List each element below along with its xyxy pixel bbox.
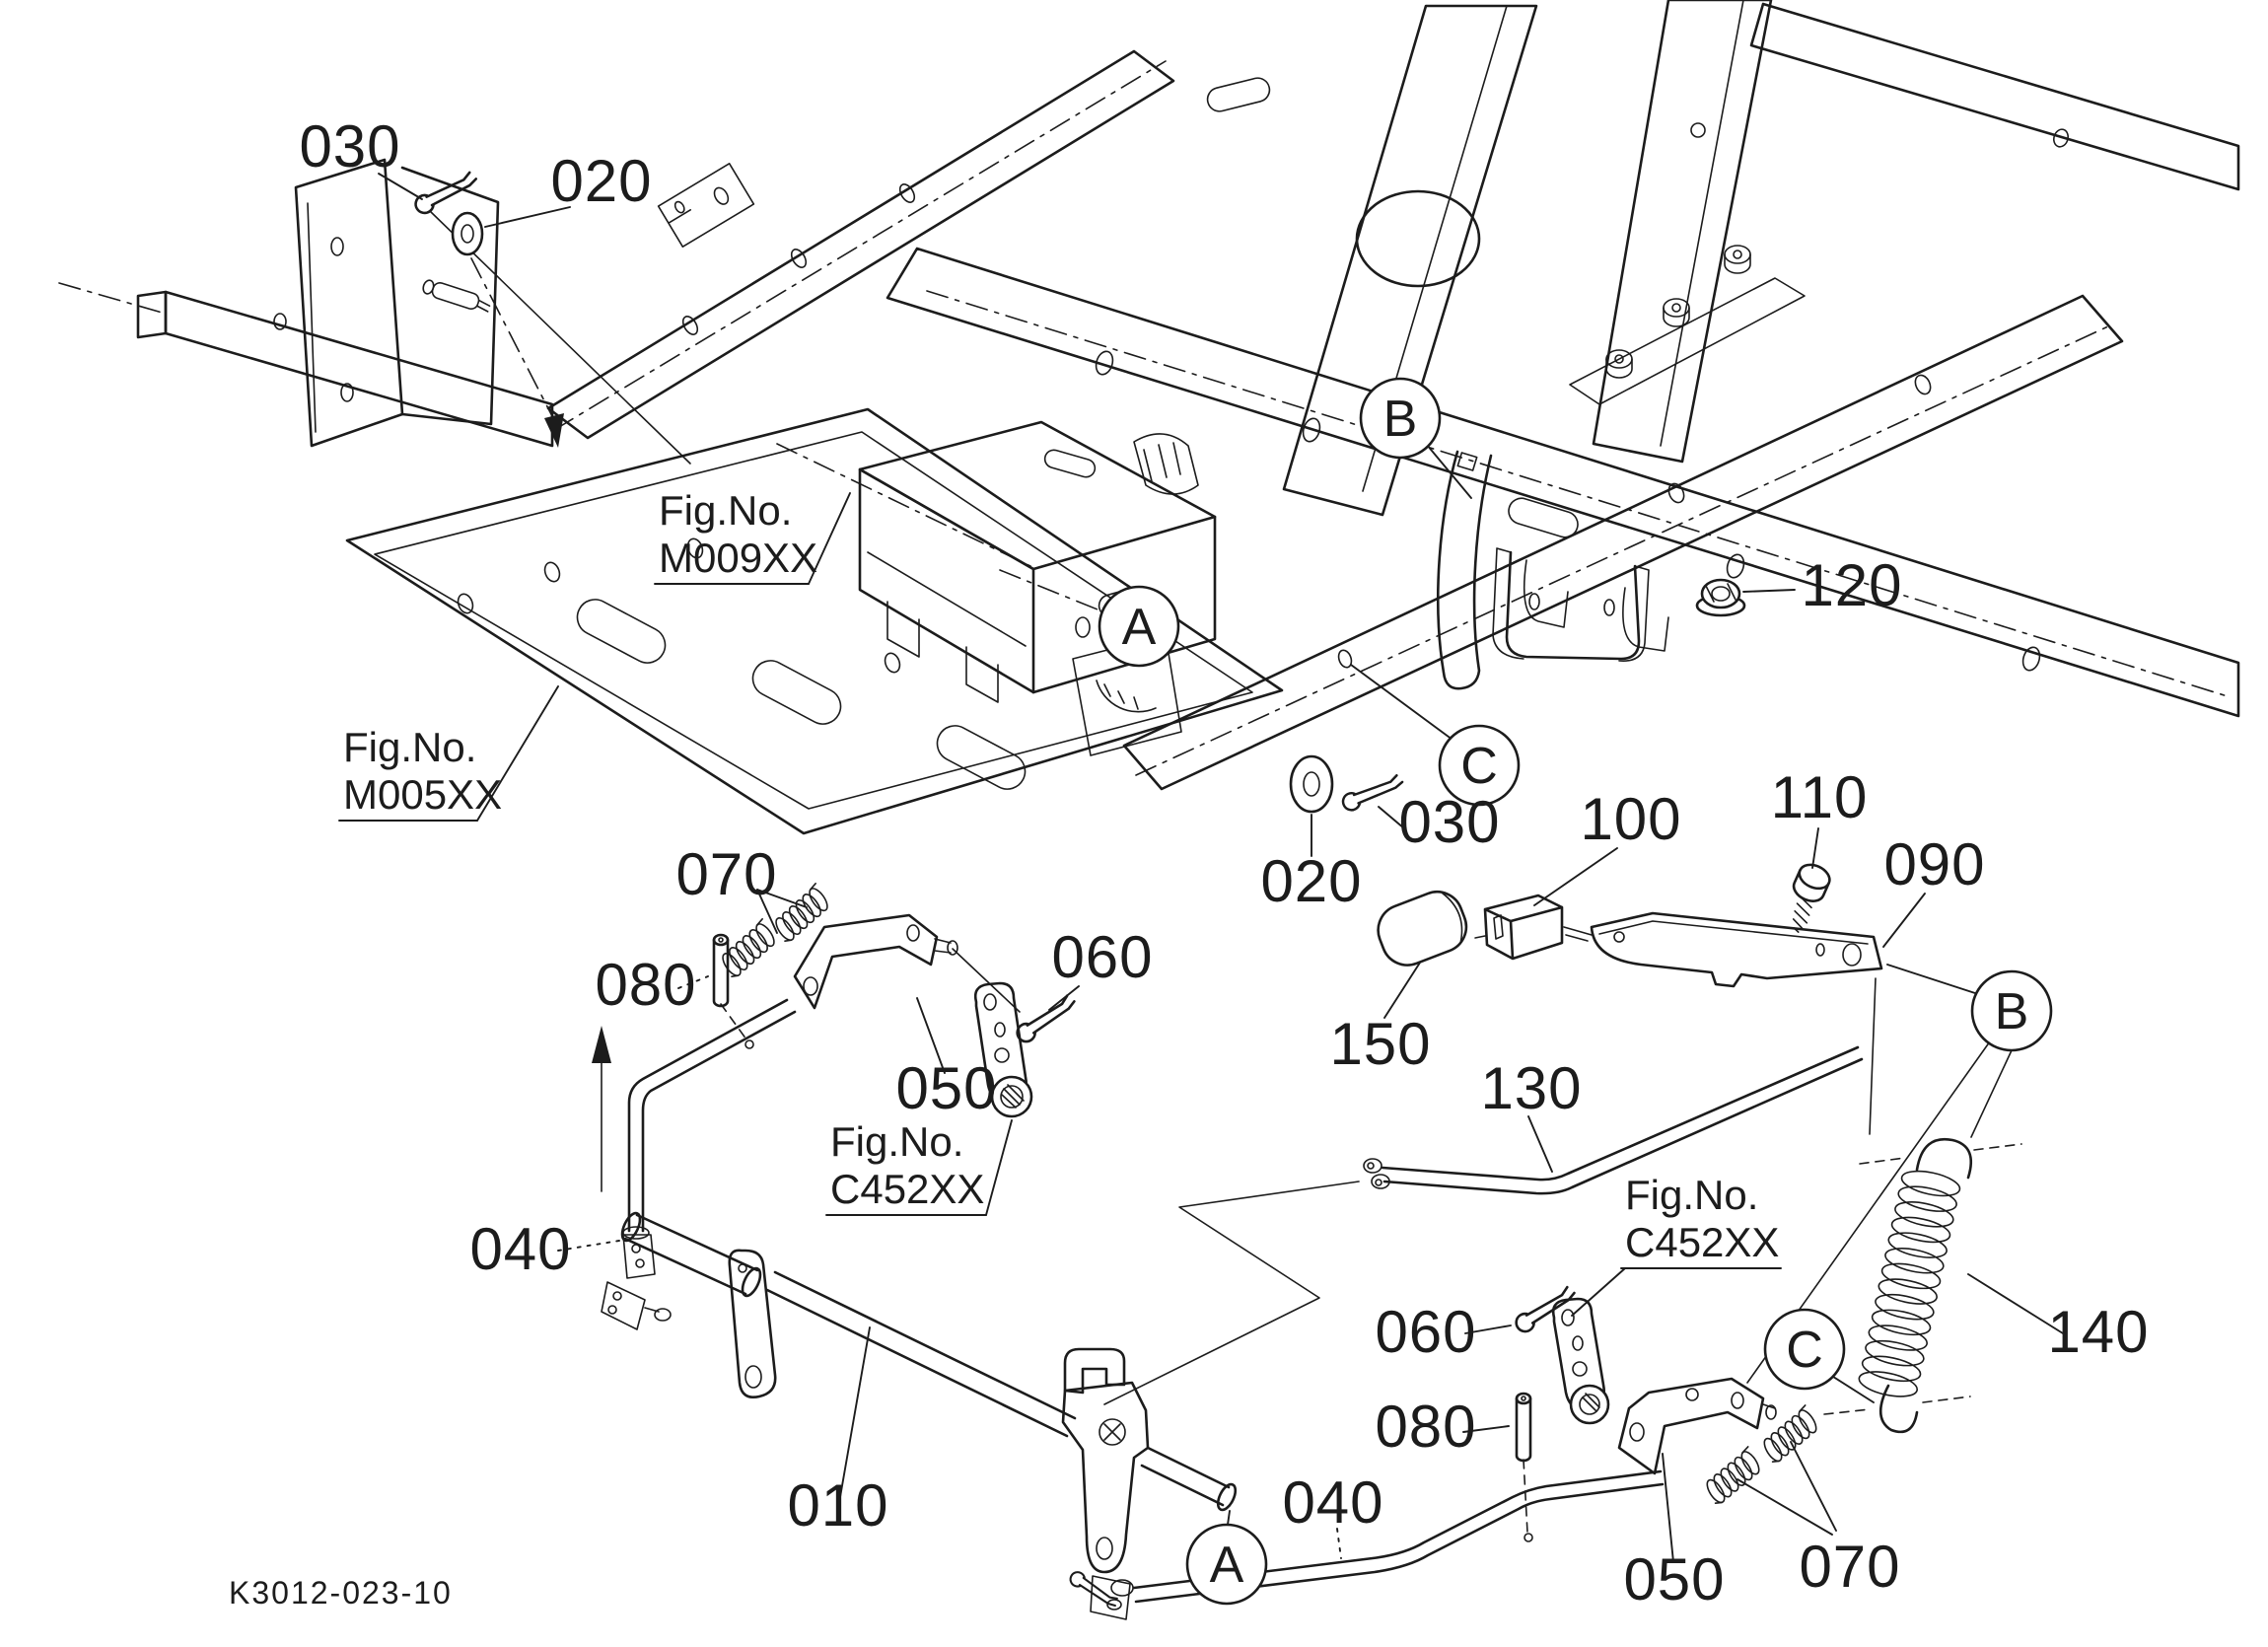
pedal-crank-bracket <box>1061 1347 1238 1609</box>
callout-150[interactable]: 150 <box>1329 1011 1431 1077</box>
fig-ref-m009[interactable]: Fig.No. M009XX <box>659 487 817 581</box>
hinge-plate <box>657 162 755 249</box>
section-letter: B <box>1383 391 1418 448</box>
pedal-shaft-010 <box>601 1211 1238 1609</box>
callout-080-right[interactable]: 080 <box>1375 1394 1476 1460</box>
fig-ref-prefix: Fig.No. <box>659 487 792 534</box>
callout-040-bottom[interactable]: 040 <box>1282 1469 1383 1536</box>
callout-140[interactable]: 140 <box>2047 1299 2149 1365</box>
callout-100[interactable]: 100 <box>1580 786 1681 852</box>
callout-labels: 030 020 120 020 030 100 110 090 150 130 … <box>299 113 2149 1612</box>
connector-lines <box>1103 1181 1360 1405</box>
callout-060-left[interactable]: 060 <box>1051 924 1153 990</box>
fig-ref-number: M005XX <box>343 771 502 818</box>
latch-clip <box>422 279 491 313</box>
clevis-c452-left <box>973 981 1033 1118</box>
callout-070-bottom[interactable]: 070 <box>1799 1534 1900 1600</box>
fig-ref-number: C452XX <box>1625 1219 1779 1265</box>
fig-ref-prefix: Fig.No. <box>830 1118 963 1165</box>
callout-020-mid[interactable]: 020 <box>1260 848 1362 914</box>
callout-080-left[interactable]: 080 <box>595 952 696 1018</box>
up-arrow <box>592 1026 611 1063</box>
callout-090[interactable]: 090 <box>1883 831 1985 897</box>
cotter-pin-060-right <box>1511 1279 1577 1336</box>
callout-030-mid[interactable]: 030 <box>1398 789 1500 855</box>
section-marker-b-top[interactable]: B <box>1359 377 1442 460</box>
flange-nut-120 <box>1695 578 1746 617</box>
clevis-c452-right <box>1551 1297 1610 1425</box>
callout-110[interactable]: 110 <box>1771 764 1869 830</box>
fig-ref-number: M009XX <box>659 535 817 581</box>
fig-ref-m005[interactable]: Fig.No. M005XX <box>343 724 502 818</box>
brake-lever-assembly <box>1377 863 1883 988</box>
support-box-m009 <box>858 420 1217 703</box>
section-letter: C <box>1786 1322 1823 1379</box>
bracket-050-right <box>1617 1377 1777 1475</box>
callout-040-left[interactable]: 040 <box>469 1216 571 1282</box>
section-letter: C <box>1460 738 1498 795</box>
fig-ref-prefix: Fig.No. <box>343 724 476 770</box>
flange-bolts <box>1605 245 1751 379</box>
spring-070-left-a <box>713 917 782 980</box>
section-marker-a-mid[interactable]: A <box>1098 585 1180 668</box>
section-marker-b-right[interactable]: B <box>1970 969 2053 1052</box>
washer-020-top <box>451 211 484 256</box>
callout-030-topleft[interactable]: 030 <box>299 113 400 179</box>
pin-080-right <box>1515 1392 1532 1463</box>
right-linkage-cluster <box>1462 1279 1837 1563</box>
bolt-110 <box>1792 863 1831 933</box>
section-markers: B A C B C A <box>1098 377 2053 1606</box>
down-arrow <box>544 413 564 448</box>
hardware-mid <box>1289 649 1453 857</box>
tension-spring-140 <box>1823 1137 2022 1434</box>
rod-040-bottom <box>1090 1469 1665 1620</box>
section-letter: A <box>1122 599 1157 656</box>
fig-ref-number: C452XX <box>830 1166 984 1212</box>
callout-070-left[interactable]: 070 <box>675 841 777 907</box>
callout-060-right[interactable]: 060 <box>1375 1299 1476 1365</box>
rod-040-left <box>622 998 797 1279</box>
section-letter: B <box>1995 983 2029 1040</box>
callout-120[interactable]: 120 <box>1801 552 1902 618</box>
hardware-top-left <box>378 164 691 465</box>
cotter-pin-pedal <box>1067 1568 1122 1609</box>
pin-080-left <box>712 933 730 1008</box>
washer-020-mid <box>1289 754 1334 814</box>
cotter-pin-060-left <box>1012 987 1077 1047</box>
callout-050-bottom[interactable]: 050 <box>1623 1546 1725 1612</box>
callout-010[interactable]: 010 <box>787 1472 888 1539</box>
callout-050-left[interactable]: 050 <box>895 1055 997 1121</box>
callout-130[interactable]: 130 <box>1480 1055 1582 1121</box>
section-marker-a-bottom[interactable]: A <box>1185 1523 1268 1606</box>
section-marker-c-mid[interactable]: C <box>1438 724 1521 807</box>
fig-ref-c452-right[interactable]: Fig.No. C452XX <box>1625 1172 1779 1265</box>
fig-ref-c452-left[interactable]: Fig.No. C452XX <box>830 1118 984 1212</box>
lever-plate-090 <box>1590 911 1883 988</box>
section-marker-c-right[interactable]: C <box>1763 1308 1846 1391</box>
rod-130 <box>1363 1045 1864 1195</box>
adapter-100 <box>1483 894 1564 961</box>
cotter-pin-030-mid <box>1338 767 1405 815</box>
drawing-number: K3012-023-10 <box>229 1575 453 1611</box>
left-linkage-cluster <box>677 882 1080 1118</box>
spring-070-right-a <box>1698 1446 1767 1507</box>
callout-020-topleft[interactable]: 020 <box>550 148 652 214</box>
bracket-050-left <box>793 913 958 1010</box>
floor-tray-m005 <box>345 407 1284 835</box>
knob-150 <box>1377 891 1468 967</box>
spring-070-left-b <box>766 882 835 945</box>
section-letter: A <box>1210 1537 1244 1594</box>
fig-ref-prefix: Fig.No. <box>1625 1172 1758 1218</box>
